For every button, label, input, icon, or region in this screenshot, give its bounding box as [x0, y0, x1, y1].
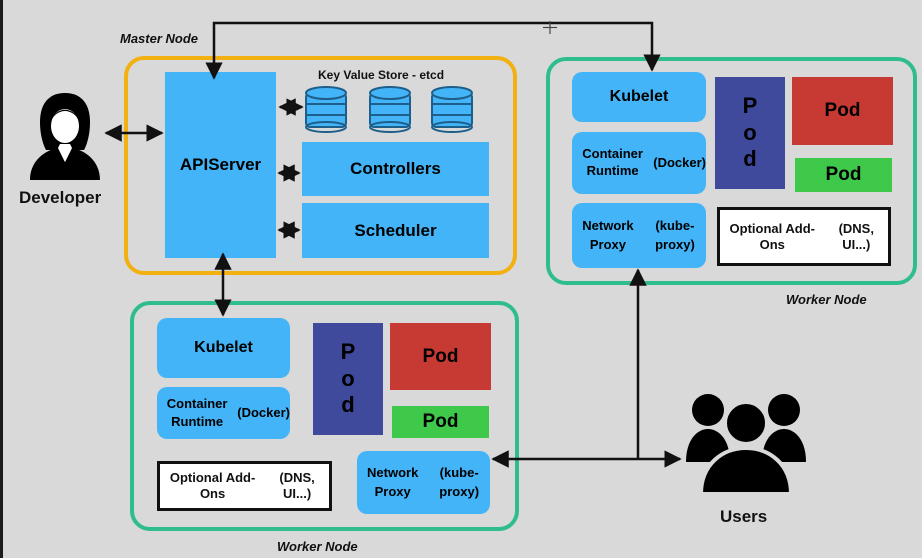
worker-node-right	[546, 57, 917, 285]
api-server-line1: API	[179, 154, 209, 174]
pod-red-bottom: Pod	[390, 323, 491, 390]
pod-letter: d	[743, 146, 757, 172]
pod-letter: d	[341, 392, 355, 418]
pod-letter: o	[341, 365, 355, 391]
container-runtime-bottom-line2: (Docker)	[237, 405, 290, 421]
pod-red-right: Pod	[792, 77, 893, 145]
optional-addons-right-line1: Optional Add-Ons	[729, 220, 815, 252]
database-icon	[369, 86, 411, 133]
network-proxy-right: Network Proxy (kube-proxy)	[572, 203, 706, 268]
kubelet-bottom: Kubelet	[157, 318, 290, 378]
kubelet-right: Kubelet	[572, 72, 706, 122]
left-edge-bar	[0, 0, 3, 558]
optional-addons-bottom-line1: Optional Add-Ons	[169, 470, 256, 501]
container-runtime-right-line1: Container Runtime	[582, 146, 643, 178]
users-group-icon	[686, 394, 806, 496]
network-proxy-bottom-line2: (kube-proxy)	[439, 465, 480, 499]
arrow-api-kubelet-right	[205, 21, 661, 80]
pod-letter: P	[340, 339, 356, 365]
scheduler-box: Scheduler	[302, 203, 489, 258]
pod-vertical-bottom: P o d	[313, 323, 383, 435]
person-icon	[30, 93, 100, 180]
pod-letter: P	[742, 93, 758, 119]
network-proxy-bottom: Network Proxy (kube-proxy)	[357, 451, 490, 514]
optional-addons-bottom-line2: (DNS, UI...)	[279, 470, 315, 501]
pod-green-bottom: Pod	[392, 406, 489, 438]
container-runtime-bottom-line1: Container Runtime	[166, 396, 228, 429]
network-proxy-right-line1: Network Proxy	[582, 218, 634, 252]
api-server: API Server	[165, 72, 276, 258]
database-icon	[305, 86, 347, 133]
optional-addons-bottom: Optional Add-Ons (DNS, UI...)	[157, 461, 332, 511]
container-runtime-right-line2: (Docker)	[653, 154, 706, 170]
optional-addons-right: Optional Add-Ons (DNS, UI...)	[717, 207, 891, 266]
worker-node-bottom	[130, 301, 519, 531]
database-icon	[431, 86, 473, 133]
master-node-label: Master Node	[120, 31, 199, 46]
developer-label: Developer	[19, 188, 102, 207]
container-runtime-right: Container Runtime (Docker)	[572, 132, 706, 194]
pod-letter: o	[743, 119, 757, 145]
container-runtime-bottom: Container Runtime (Docker)	[157, 387, 290, 439]
controllers-box: Controllers	[302, 142, 489, 196]
worker-node-right-label: Worker Node	[786, 292, 867, 307]
network-proxy-bottom-line1: Network Proxy	[367, 465, 419, 499]
crosshair-cursor-icon	[543, 21, 557, 34]
worker-node-bottom-label: Worker Node	[277, 539, 358, 554]
pod-vertical-right: P o d	[715, 77, 785, 189]
users-label: Users	[720, 507, 768, 526]
optional-addons-right-line2: (DNS, UI...)	[838, 220, 874, 252]
api-server-line2: Server	[208, 154, 262, 174]
network-proxy-right-line2: (kube-proxy)	[655, 218, 695, 252]
pod-green-right: Pod	[795, 158, 892, 192]
